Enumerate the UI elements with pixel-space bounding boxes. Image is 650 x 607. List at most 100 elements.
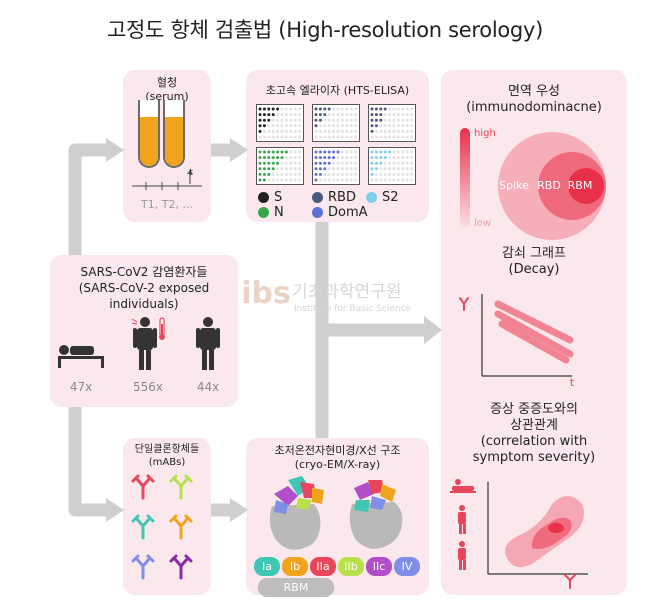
plate-well [401,161,405,165]
plate-well [405,161,409,165]
plate-well [374,150,378,154]
epitope-badge-ia: Ia [254,557,280,576]
plate-well [410,172,414,176]
plate-well [280,161,284,165]
plate-well [289,113,293,117]
plate-well [318,167,322,171]
plate-well [289,118,293,122]
plate-well [271,113,275,117]
plate-well [345,124,349,128]
plate-well [401,129,405,133]
plate-well [379,124,383,128]
plate-well [327,172,331,176]
plate-well [323,107,327,111]
plate-well [262,107,266,111]
plate-well [374,161,378,165]
plate-well [396,172,400,176]
plate-well [410,156,414,160]
plate-well [284,161,288,165]
epitope-badge-iia: IIa [310,557,336,576]
plate-well [374,135,378,139]
plate-well [379,156,383,160]
plate-well [318,161,322,165]
plate-well [276,156,280,160]
plate-well [336,150,340,154]
plate-well [289,124,293,128]
plate-well [340,178,344,182]
plate-well [383,172,387,176]
patient-lying-icon [58,345,104,368]
plate-well [289,172,293,176]
plate-well [388,113,392,117]
plate-well [323,118,327,122]
plate-well [258,156,262,160]
watermark-logo: ibs [241,276,291,311]
plate-well [379,172,383,176]
serum-time-axis [132,170,202,190]
plate-well [314,156,318,160]
plate-well [354,156,358,160]
plate-well [396,113,400,117]
plate-well [354,124,358,128]
plate-well [271,150,275,154]
plate-well [410,161,414,165]
plate-well [276,129,280,133]
plate-well [276,150,280,154]
plate-well [379,167,383,171]
circle-label-rbm: RBM [567,179,593,192]
plate-well [262,135,266,139]
plate-well [354,107,358,111]
plate-well [267,161,271,165]
plate-well [271,167,275,171]
plate-well [396,129,400,133]
plate-well [318,113,322,117]
serum-label-ko: 혈청 [156,76,178,89]
plate-well [410,124,414,128]
plate-well [284,107,288,111]
plate-well [280,135,284,139]
plate-well [410,118,414,122]
plate-well [349,167,353,171]
immunodominance-circles [498,132,606,240]
plate-well [345,172,349,176]
plate-well [276,113,280,117]
plate-well [276,172,280,176]
circle-label-rbd: RBD [537,179,561,192]
plate-well [379,161,383,165]
plate-well [314,167,318,171]
plate-well [332,118,336,122]
plate-well [388,129,392,133]
plate-well [271,161,275,165]
plate-well [276,135,280,139]
plate-well [388,178,392,182]
plate-well [318,172,322,176]
plate-well [293,118,297,122]
plate-well [323,167,327,171]
plate-well [258,150,262,154]
plate-well [327,113,331,117]
plate-well [392,178,396,182]
plate-well [258,135,262,139]
patient-standing-icon [196,317,220,370]
plate-well [280,167,284,171]
plate-well [345,135,349,139]
plate-well [267,178,271,182]
decay-axis-t: t [569,376,575,389]
plate-well [284,156,288,160]
plate-well [388,135,392,139]
plate-well [332,124,336,128]
plate-well [262,150,266,154]
plate-well [401,167,405,171]
plate-well [258,113,262,117]
plate-well [379,113,383,117]
plate-well [345,107,349,111]
plate-well [379,150,383,154]
plate-well [401,113,405,117]
plate-well [293,124,297,128]
legend-doma-label: DomA [328,205,368,220]
plate-well [392,124,396,128]
plate-well [267,167,271,171]
plate-well [383,178,387,182]
plate-well [327,178,331,182]
plate-well [318,178,322,182]
